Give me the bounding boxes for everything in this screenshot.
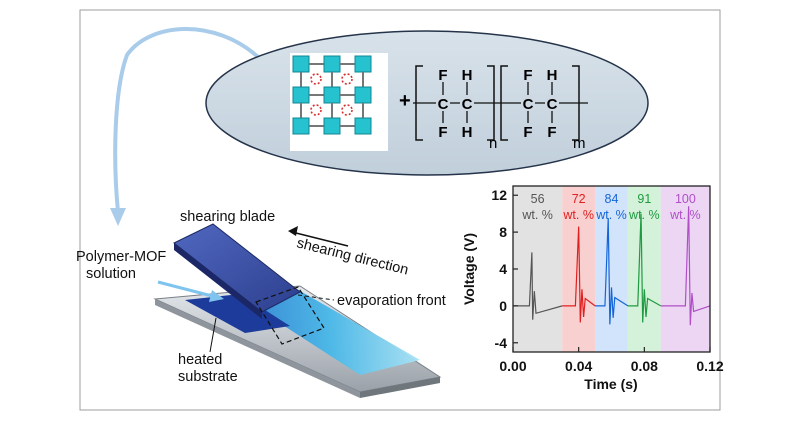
series-band — [660, 186, 710, 352]
mof-structure-icon — [290, 53, 388, 151]
atom-f: F — [523, 124, 532, 141]
shearing-direction-label: shearing direction — [295, 235, 410, 278]
series-legend-unit: wt. % — [669, 208, 701, 222]
atom-h: H — [547, 67, 558, 84]
mof-pore — [310, 104, 322, 116]
x-tick-label: 0.00 — [499, 358, 526, 374]
atom-c: C — [462, 96, 473, 113]
series-legend-value: 91 — [637, 192, 651, 206]
y-axis-title: Voltage (V) — [461, 233, 477, 305]
mof-pore — [341, 73, 353, 85]
series-band — [513, 186, 563, 352]
heated-substrate-label: heated — [178, 352, 222, 368]
series-legend-value: 84 — [605, 192, 619, 206]
evaporation-front-label: evaporation front — [337, 293, 446, 309]
series-line — [562, 226, 596, 323]
mof-node — [354, 55, 372, 73]
polymer-mof-solution-label: Polymer-MOF — [76, 249, 166, 265]
series-legend-unit: wt. % — [628, 208, 660, 222]
subscript-m: m — [573, 135, 586, 152]
solution-meniscus — [185, 294, 290, 333]
series-legend-value: 72 — [572, 192, 586, 206]
evaporation-front-box — [255, 286, 325, 345]
y-tick-label: 0 — [499, 298, 507, 314]
shearing-blade — [173, 223, 301, 313]
x-tick-label: 0.12 — [696, 358, 723, 374]
substrate-edge — [155, 299, 360, 398]
atom-f: F — [547, 124, 556, 141]
atom-h: H — [462, 124, 473, 141]
pvdf-trfe-formula: + F H C C F H n F H C C F F m — [399, 65, 588, 152]
x-tick-label: 0.08 — [631, 358, 658, 374]
x-tick-label: 0.04 — [565, 358, 592, 374]
x-axis-title: Time (s) — [584, 376, 637, 392]
connector-arrow — [113, 27, 260, 213]
subscript-n: n — [489, 135, 497, 152]
connector-arrowhead-icon — [110, 208, 126, 226]
solution-arrow — [157, 280, 213, 298]
series-line — [595, 218, 629, 325]
atom-h: H — [462, 67, 473, 84]
series-legend-unit: wt. % — [521, 208, 553, 222]
plus-sign: + — [399, 90, 411, 112]
series-legend-value: 100 — [675, 192, 696, 206]
series-legend-value: 56 — [531, 192, 545, 206]
atom-c: C — [438, 96, 449, 113]
shearing-direction-arrow — [291, 231, 349, 247]
coated-film — [238, 288, 420, 375]
mof-node — [323, 117, 341, 135]
atom-c: C — [547, 96, 558, 113]
chart-legend: 56 wt. % 72 wt. % 84 wt. % 91 wt. % 100 wt. % — [521, 192, 700, 222]
atom-f: F — [438, 67, 447, 84]
series-legend-unit: wt. % — [595, 208, 627, 222]
y-tick-label: 12 — [491, 187, 507, 203]
solution-arrowhead-icon — [209, 290, 224, 302]
blade-coating-illustration: shearing blade Polymer-MOF solution shea… — [76, 209, 446, 398]
series-band — [595, 186, 628, 352]
heated-substrate-pointer — [209, 317, 217, 353]
y-tick-label: -4 — [495, 335, 508, 351]
mof-pore — [341, 104, 353, 116]
shearing-blade-label: shearing blade — [180, 209, 275, 225]
shearing-arrowhead-icon — [288, 226, 298, 236]
y-tick-label: 8 — [499, 224, 507, 240]
series-line — [627, 213, 662, 323]
polymer-mof-solution-label-line2: solution — [86, 266, 136, 282]
mof-pore — [310, 73, 322, 85]
mof-node — [292, 117, 310, 135]
heated-substrate-label-line2: substrate — [178, 369, 238, 385]
atom-f: F — [523, 67, 532, 84]
atom-c: C — [523, 96, 534, 113]
series-band — [562, 186, 596, 352]
chart-bands — [513, 186, 710, 352]
figure-frame — [79, 9, 721, 411]
atom-f: F — [438, 124, 447, 141]
series-band — [627, 186, 661, 352]
series-legend-unit: wt. % — [562, 208, 594, 222]
mof-node — [292, 86, 310, 104]
series-line — [513, 252, 563, 320]
mof-node — [292, 55, 310, 73]
mof-node — [323, 55, 341, 73]
mof-node — [354, 86, 372, 104]
chart-traces — [513, 206, 711, 326]
mof-node — [354, 117, 372, 135]
series-line — [660, 206, 711, 326]
mof-node — [323, 86, 341, 104]
y-tick-label: 4 — [499, 261, 507, 277]
